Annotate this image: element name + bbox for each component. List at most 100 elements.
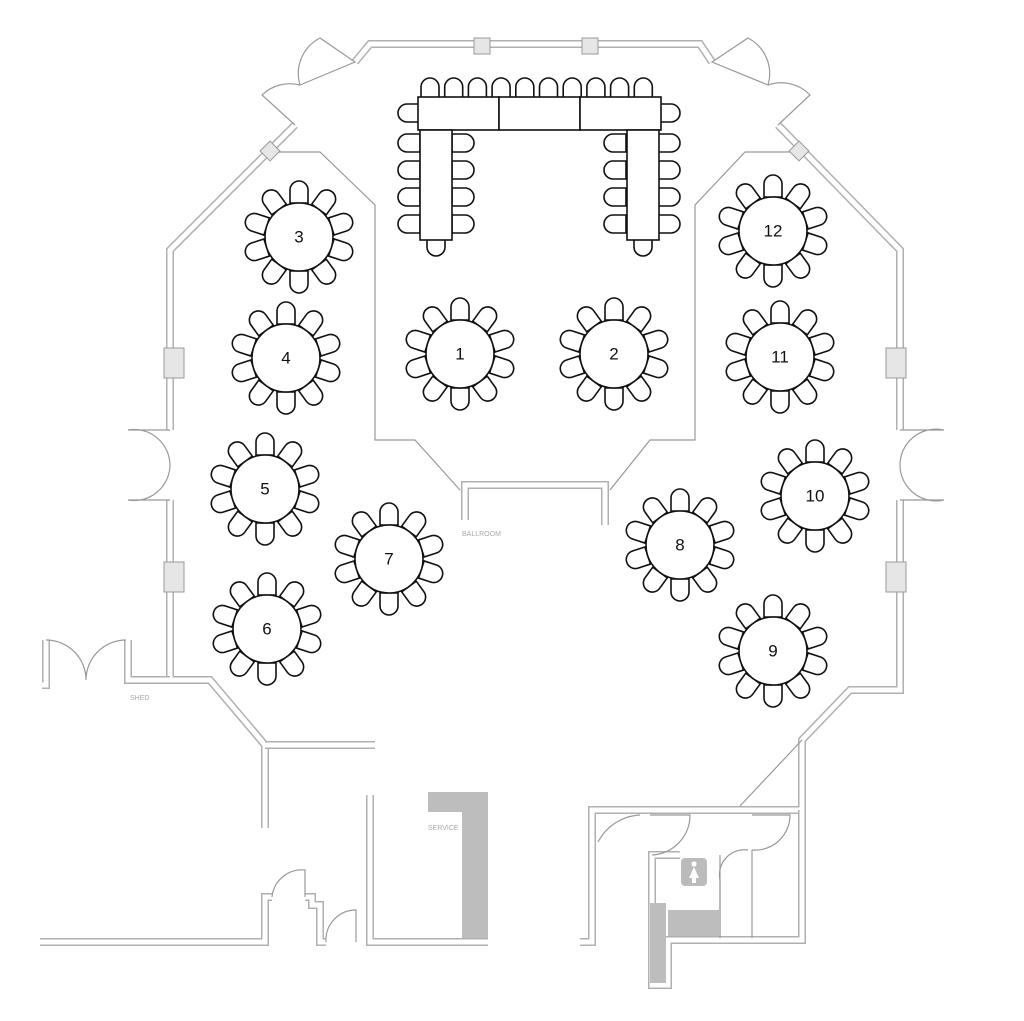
- table-number: 3: [294, 228, 303, 247]
- round-table-6[interactable]: 6: [211, 572, 323, 686]
- chair: [295, 604, 322, 629]
- chair: [735, 252, 762, 279]
- service-label: SERVICE: [428, 825, 459, 832]
- chair: [725, 357, 752, 382]
- chair: [670, 488, 690, 512]
- round-table-7[interactable]: 7: [333, 502, 445, 616]
- chair: [420, 77, 440, 101]
- chair: [777, 448, 804, 475]
- chair: [604, 297, 624, 321]
- chair: [314, 358, 341, 383]
- round-table-9[interactable]: 9: [717, 594, 829, 708]
- chair: [801, 626, 828, 651]
- chair: [231, 333, 258, 358]
- table-number: 4: [281, 349, 290, 368]
- chair: [708, 545, 735, 570]
- table-number: 6: [262, 620, 271, 639]
- chair: [604, 387, 624, 411]
- doors: [45, 37, 945, 943]
- chair: [397, 160, 421, 180]
- chair: [443, 77, 464, 101]
- table-top: [738, 616, 808, 686]
- chair: [760, 496, 787, 521]
- chair: [642, 354, 669, 379]
- chair: [801, 651, 828, 676]
- table-top: [645, 510, 715, 580]
- chair: [808, 332, 835, 357]
- chair: [784, 603, 811, 630]
- table-number: 5: [260, 480, 269, 499]
- chair: [467, 77, 488, 101]
- chair: [244, 237, 271, 262]
- table-number: 12: [764, 222, 783, 241]
- chair: [576, 306, 603, 333]
- chair: [770, 390, 790, 414]
- chair: [379, 502, 399, 526]
- chair: [229, 581, 256, 608]
- chair: [763, 174, 783, 198]
- round-table-2[interactable]: 2: [558, 297, 670, 411]
- chair: [293, 489, 320, 514]
- chair: [471, 306, 498, 333]
- chair: [725, 332, 752, 357]
- chair: [805, 439, 825, 463]
- round-table-4[interactable]: 4: [230, 301, 342, 415]
- table-top: [425, 319, 495, 389]
- chair: [735, 603, 762, 630]
- chair: [327, 237, 354, 262]
- round-table-10[interactable]: 10: [759, 439, 871, 553]
- chair: [488, 329, 515, 354]
- chair: [657, 133, 681, 153]
- head-table-segment: [498, 96, 581, 131]
- chair: [843, 496, 870, 521]
- chair: [334, 534, 361, 559]
- chair: [397, 133, 421, 153]
- chair: [791, 378, 818, 405]
- table-number: 1: [455, 345, 464, 364]
- chair: [297, 310, 324, 337]
- chair: [257, 662, 277, 686]
- chair: [255, 432, 275, 456]
- chair: [293, 464, 320, 489]
- round-table-8[interactable]: 8: [624, 488, 736, 602]
- chair: [718, 651, 745, 676]
- chair: [843, 471, 870, 496]
- round-table-12[interactable]: 12: [717, 174, 829, 288]
- chair: [276, 510, 303, 537]
- head-table[interactable]: [397, 77, 681, 257]
- chair: [278, 650, 305, 677]
- table-top: [354, 524, 424, 594]
- chair: [451, 187, 475, 207]
- table-top: [264, 202, 334, 272]
- round-table-5[interactable]: 5: [209, 432, 321, 546]
- table-number: 2: [609, 345, 618, 364]
- chair: [261, 189, 288, 216]
- chair: [334, 559, 361, 584]
- round-table-1[interactable]: 1: [404, 297, 516, 411]
- chair: [562, 77, 583, 101]
- chair: [471, 375, 498, 402]
- chair: [603, 160, 627, 180]
- chair: [255, 522, 275, 546]
- chair: [278, 581, 305, 608]
- round-table-11[interactable]: 11: [724, 300, 836, 414]
- chair: [586, 77, 606, 101]
- chair: [784, 183, 811, 210]
- table-number: 9: [768, 642, 777, 661]
- chair: [229, 650, 256, 677]
- round-table-3[interactable]: 3: [243, 180, 355, 294]
- chair: [791, 309, 818, 336]
- chair: [405, 354, 432, 379]
- chair: [784, 672, 811, 699]
- chair: [310, 189, 337, 216]
- chair: [257, 572, 277, 596]
- chair: [760, 471, 787, 496]
- table-top: [738, 196, 808, 266]
- table-number: 8: [675, 536, 684, 555]
- chair: [450, 387, 470, 411]
- table-number: 10: [806, 487, 825, 506]
- chair: [289, 180, 309, 204]
- chair: [603, 187, 627, 207]
- chair: [735, 183, 762, 210]
